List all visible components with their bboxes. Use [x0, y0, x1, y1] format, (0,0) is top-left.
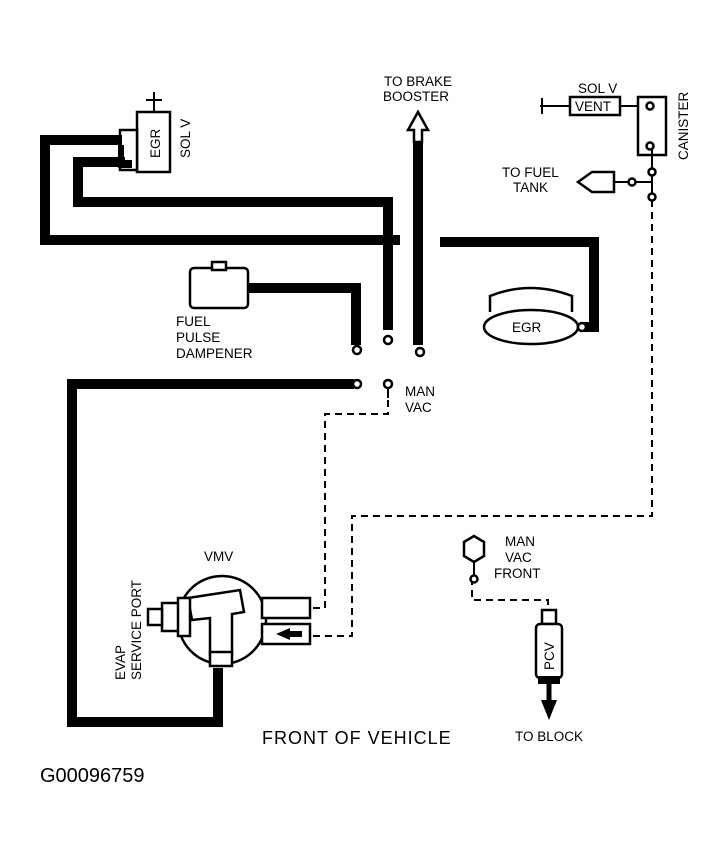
fuel-pulse-label-2: PULSE — [176, 330, 220, 345]
to-fuel-tank-label-2: TANK — [513, 180, 548, 195]
man-vac-label-2: VAC — [405, 400, 432, 415]
canister-purge-line — [305, 200, 653, 637]
evap-service-label-1: EVAP — [113, 645, 128, 680]
vent-solenoid-body-label: VENT — [575, 99, 611, 114]
vent-solenoid-top-label: SOL V — [578, 81, 617, 96]
figure-id-label: G00096759 — [40, 765, 145, 787]
vmv-label: VMV — [204, 549, 233, 564]
fuel-tank-arrow — [575, 170, 652, 194]
brake-booster-arrow — [405, 109, 431, 144]
man-vac-label-1: MAN — [405, 384, 435, 399]
vmv — [146, 574, 312, 668]
pcv-line — [471, 578, 549, 612]
to-brake-booster-label-2: BOOSTER — [383, 89, 449, 104]
to-block-label: TO BLOCK — [515, 729, 583, 744]
labels: TO BRAKE BOOSTER EGR SOL V SOL V VENT CA… — [40, 74, 691, 787]
fuel-pulse-label-3: DAMPENER — [176, 346, 253, 361]
to-brake-booster-label-1: TO BRAKE — [384, 74, 452, 89]
egr-hose-outer — [40, 135, 400, 245]
hose-ports — [351, 334, 426, 398]
fuel-pulse-label-1: FUEL — [176, 314, 211, 329]
evap-service-label-2: SERVICE PORT — [129, 580, 144, 680]
fuel-pulse-dampener — [188, 260, 250, 310]
vacuum-hoses — [40, 135, 599, 727]
egr-solenoid-body-label: EGR — [148, 128, 163, 158]
canister — [636, 95, 668, 202]
man-vac-front-port — [462, 534, 486, 584]
egr-hose-right — [440, 237, 599, 332]
egr-solenoid-side-label: SOL V — [178, 119, 193, 158]
vmv-hose — [67, 379, 354, 727]
front-of-vehicle-label: FRONT OF VEHICLE — [262, 728, 452, 748]
pcv-valve — [534, 608, 564, 720]
man-vac-line — [308, 400, 389, 609]
egr-valve-label: EGR — [512, 320, 542, 335]
vent-solenoid — [540, 95, 640, 117]
man-vac-front-label-2: VAC — [505, 550, 532, 565]
man-vac-front-label-1: MAN — [505, 534, 535, 549]
egr-valve — [482, 286, 588, 346]
egr-hose-inner — [73, 157, 393, 330]
pcv-label: PCV — [542, 642, 557, 670]
to-fuel-tank-label-1: TO FUEL — [502, 165, 559, 180]
canister-label: CANISTER — [676, 91, 691, 160]
man-vac-front-label-3: FRONT — [494, 566, 541, 581]
fuel-pulse-hose — [248, 283, 361, 345]
